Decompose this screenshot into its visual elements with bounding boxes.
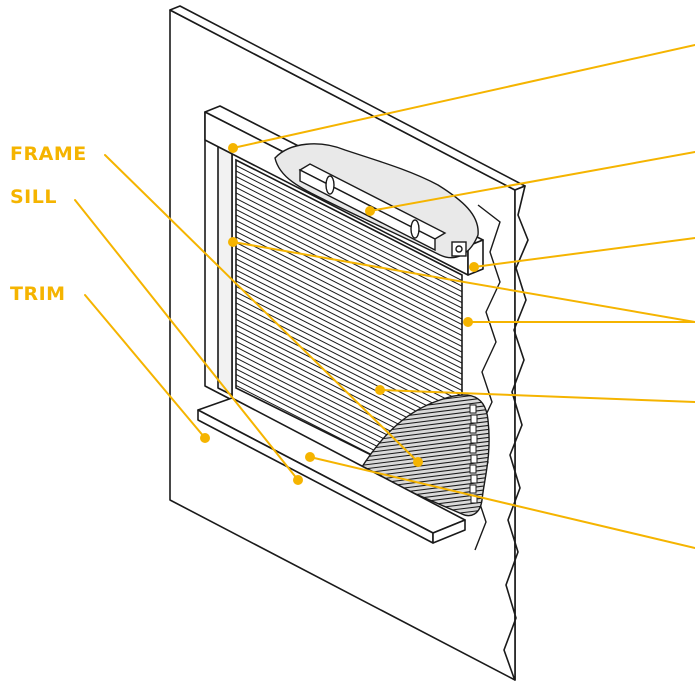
label-trim: TRIM: [10, 283, 66, 305]
shutter-slat: [236, 264, 462, 380]
shutter-slat: [236, 192, 462, 309]
shutter-slat: [236, 236, 462, 353]
label-frame: FRAME: [10, 143, 87, 165]
shutter-slat: [236, 170, 462, 287]
shutter-slat: [236, 187, 462, 303]
shutter-slat: [236, 209, 462, 325]
shutter-slat: [236, 242, 462, 358]
label-sill: SILL: [10, 186, 57, 208]
shutter-slat: [236, 291, 462, 408]
shutter-slat: [236, 247, 462, 364]
slat-profile: [470, 454, 478, 464]
slat-profile: [469, 424, 477, 434]
shutter-slat: [236, 269, 462, 386]
shutter-slat: [236, 258, 462, 375]
callout-lines: [74, 44, 695, 549]
shutter-slat: [236, 286, 462, 402]
shutter-slat: [236, 220, 462, 336]
shutter-slat: [236, 308, 462, 424]
shutter-slat: [236, 302, 462, 419]
shutter-slat: [236, 181, 462, 298]
shutter-slat: [236, 225, 462, 342]
shutter-slat: [236, 214, 462, 331]
cutaway-slat: [360, 507, 490, 516]
shutter-slat: [236, 297, 462, 413]
callout-dots: [200, 143, 479, 485]
slat-profile: [470, 414, 478, 424]
shutter-slat: [236, 198, 462, 314]
slat-profile: [469, 484, 477, 494]
window-frame: [204, 111, 233, 401]
window-sill: [197, 397, 466, 544]
shutter-slat: [236, 165, 462, 281]
shutter-slat: [236, 280, 462, 397]
slat-profile: [469, 404, 477, 414]
slat-profile: [470, 474, 478, 484]
slat-profile: [470, 434, 478, 444]
slat-profile: [469, 444, 477, 454]
shutter-slat: [236, 176, 462, 292]
slat-profile: [469, 464, 477, 474]
wall-torn-edge: [503, 185, 529, 681]
shutter-slat: [236, 253, 462, 369]
shutter-slat: [236, 275, 462, 391]
shutter-slat: [236, 231, 462, 347]
